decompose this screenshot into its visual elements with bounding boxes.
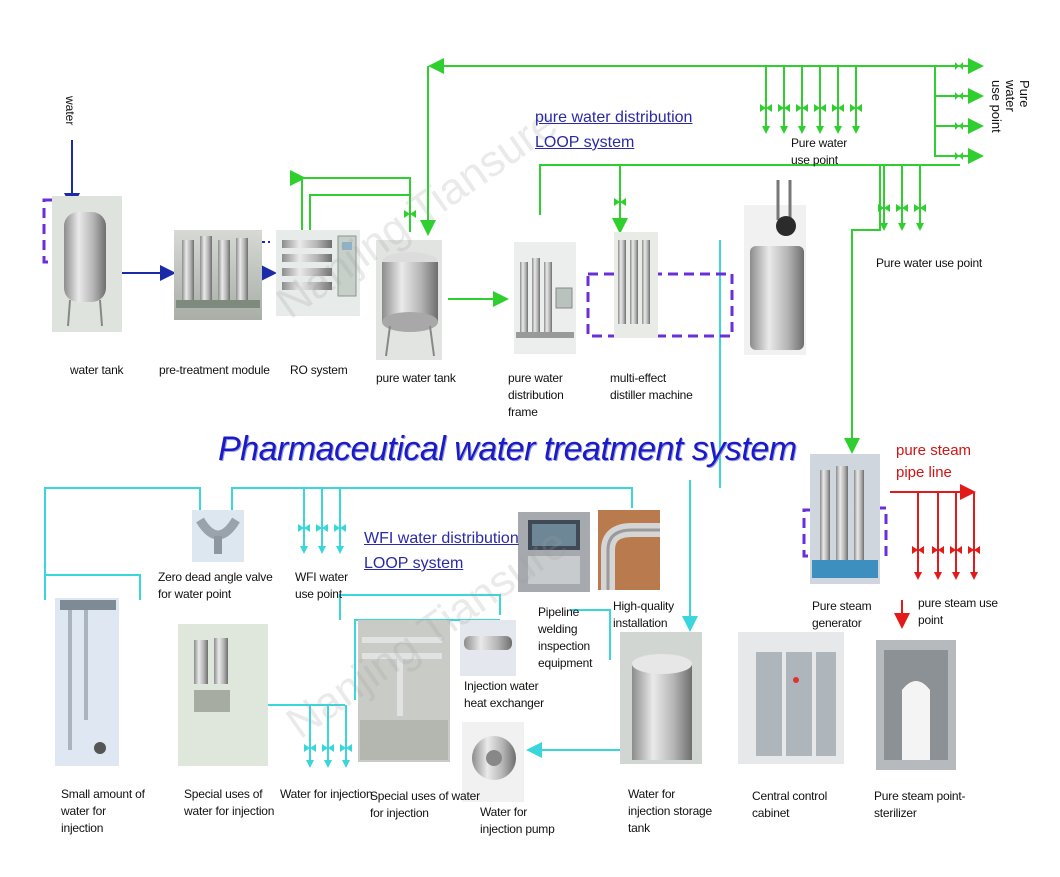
special1-label-1: Special uses of: [184, 787, 263, 801]
steam-valves: [912, 546, 980, 580]
steam-title-2: pipe line: [896, 464, 952, 481]
steam-title-1: pure steam: [896, 442, 972, 459]
pretreatment-label: pre-treatment module: [159, 363, 270, 377]
sterilizer-image: [876, 640, 956, 770]
pure-water-tank-image: [376, 240, 442, 360]
feed-lines: [64, 140, 277, 281]
wfi-loop-title-1: WFI water distribution: [364, 530, 519, 547]
wfi-lines: [44, 240, 721, 760]
special2-label-2: for injection: [370, 806, 429, 820]
pure-water-drops: [762, 126, 924, 231]
pure-use-point-right: Pure water use point: [876, 256, 983, 270]
hx-label-1: Injection water: [464, 679, 539, 693]
wfi-injection-label: Water for injection: [280, 787, 373, 801]
pump-label-1: Water for: [480, 805, 528, 819]
steam-lines: [890, 484, 976, 629]
zero-dead-label-1: Zero dead angle valve: [158, 570, 273, 584]
small-amount-image: [55, 598, 119, 766]
special-uses-2-image: [358, 620, 450, 762]
steam-gen-label-1: Pure steam: [812, 599, 872, 613]
highlight-brackets: [42, 198, 888, 558]
small-amount-label-2: water for: [61, 804, 106, 818]
wfi-valves: [298, 524, 352, 768]
wfi-use-label-2: use point: [295, 587, 342, 601]
pipeline-label-3: inspection: [538, 639, 591, 653]
steam-use-label-1: pure steam use: [918, 596, 998, 610]
pure-water-valves: [404, 62, 963, 218]
heat-exchanger-image: [460, 620, 516, 676]
pump-label-2: injection pump: [480, 822, 555, 836]
pipeline-welding-image: [518, 512, 590, 592]
small-amount-label-1: Small amount of: [61, 787, 145, 801]
dist-frame-label-2: distribution: [508, 388, 564, 402]
pure-use-point-top-1: Pure water: [791, 136, 848, 150]
ro-label: RO system: [290, 363, 348, 377]
wfi-use-label-1: WFI water: [295, 570, 348, 584]
ro-system-image: [276, 230, 360, 316]
sterilizer-label-2: sterilizer: [874, 806, 917, 820]
vertical-label-1: Pure: [1017, 80, 1032, 108]
vertical-label-2: water: [1003, 80, 1018, 112]
water-tank-label: water tank: [70, 363, 124, 377]
steam-use-label-2: point: [918, 613, 944, 627]
ccc-label-2: cabinet: [752, 806, 790, 820]
zero-dead-valve-image: [192, 510, 244, 562]
pure-use-point-top-2: use point: [791, 153, 838, 167]
special1-label-2: water for injection: [184, 804, 275, 818]
special2-label-1: Special uses of water: [370, 789, 480, 803]
vertical-label-3: use point: [989, 80, 1004, 133]
distiller-image: [614, 232, 658, 338]
hq-label-2: installation: [613, 616, 668, 630]
steam-generator-image: [810, 454, 880, 584]
watermark: Nanjing Tiansure Nanjing Tiansure: [268, 99, 577, 749]
central-control-image: [738, 632, 844, 764]
hq-label-1: High-quality: [613, 599, 674, 613]
pure-loop-title-2: LOOP system: [535, 134, 635, 151]
distiller-label-2: distiller machine: [610, 388, 693, 402]
special-uses-1-image: [178, 624, 268, 766]
pump-image: [462, 722, 524, 802]
zero-dead-label-2: for water point: [158, 587, 232, 601]
steam-gen-label-2: generator: [812, 616, 862, 630]
pretreatment-image: [174, 230, 262, 320]
storage-label-1: Water for: [628, 787, 676, 801]
pure-tank-label: pure water tank: [376, 371, 456, 385]
pipeline-label-4: equipment: [538, 656, 593, 670]
storage-label-2: injection storage: [628, 804, 712, 818]
high-quality-install-image: [598, 510, 660, 590]
hx-label-2: heat exchanger: [464, 696, 544, 710]
pipeline-label-2: welding: [538, 622, 578, 636]
dist-frame-label-3: frame: [508, 405, 538, 419]
small-amount-label-3: injection: [61, 821, 104, 835]
distribution-frame-image: [514, 242, 576, 354]
water-tank-image: [52, 196, 122, 332]
storage-label-3: tank: [628, 821, 650, 835]
wfi-loop-title-2: LOOP system: [364, 555, 464, 572]
wfi-storage-image: [620, 632, 702, 764]
pipeline-label-1: Pipeline: [538, 605, 580, 619]
pure-water-lines: [301, 58, 984, 454]
distiller-label-1: multi-effect: [610, 371, 667, 385]
dist-frame-label-1: pure water: [508, 371, 563, 385]
sterilizer-label-1: Pure steam point-: [874, 789, 966, 803]
storage-tank-image: [744, 180, 806, 355]
pure-loop-title-1: pure water distribution: [535, 109, 693, 126]
page-title: Pharmaceutical water treatment system: [218, 430, 797, 468]
water-inlet-label: water: [63, 96, 77, 126]
ccc-label-1: Central control: [752, 789, 828, 803]
